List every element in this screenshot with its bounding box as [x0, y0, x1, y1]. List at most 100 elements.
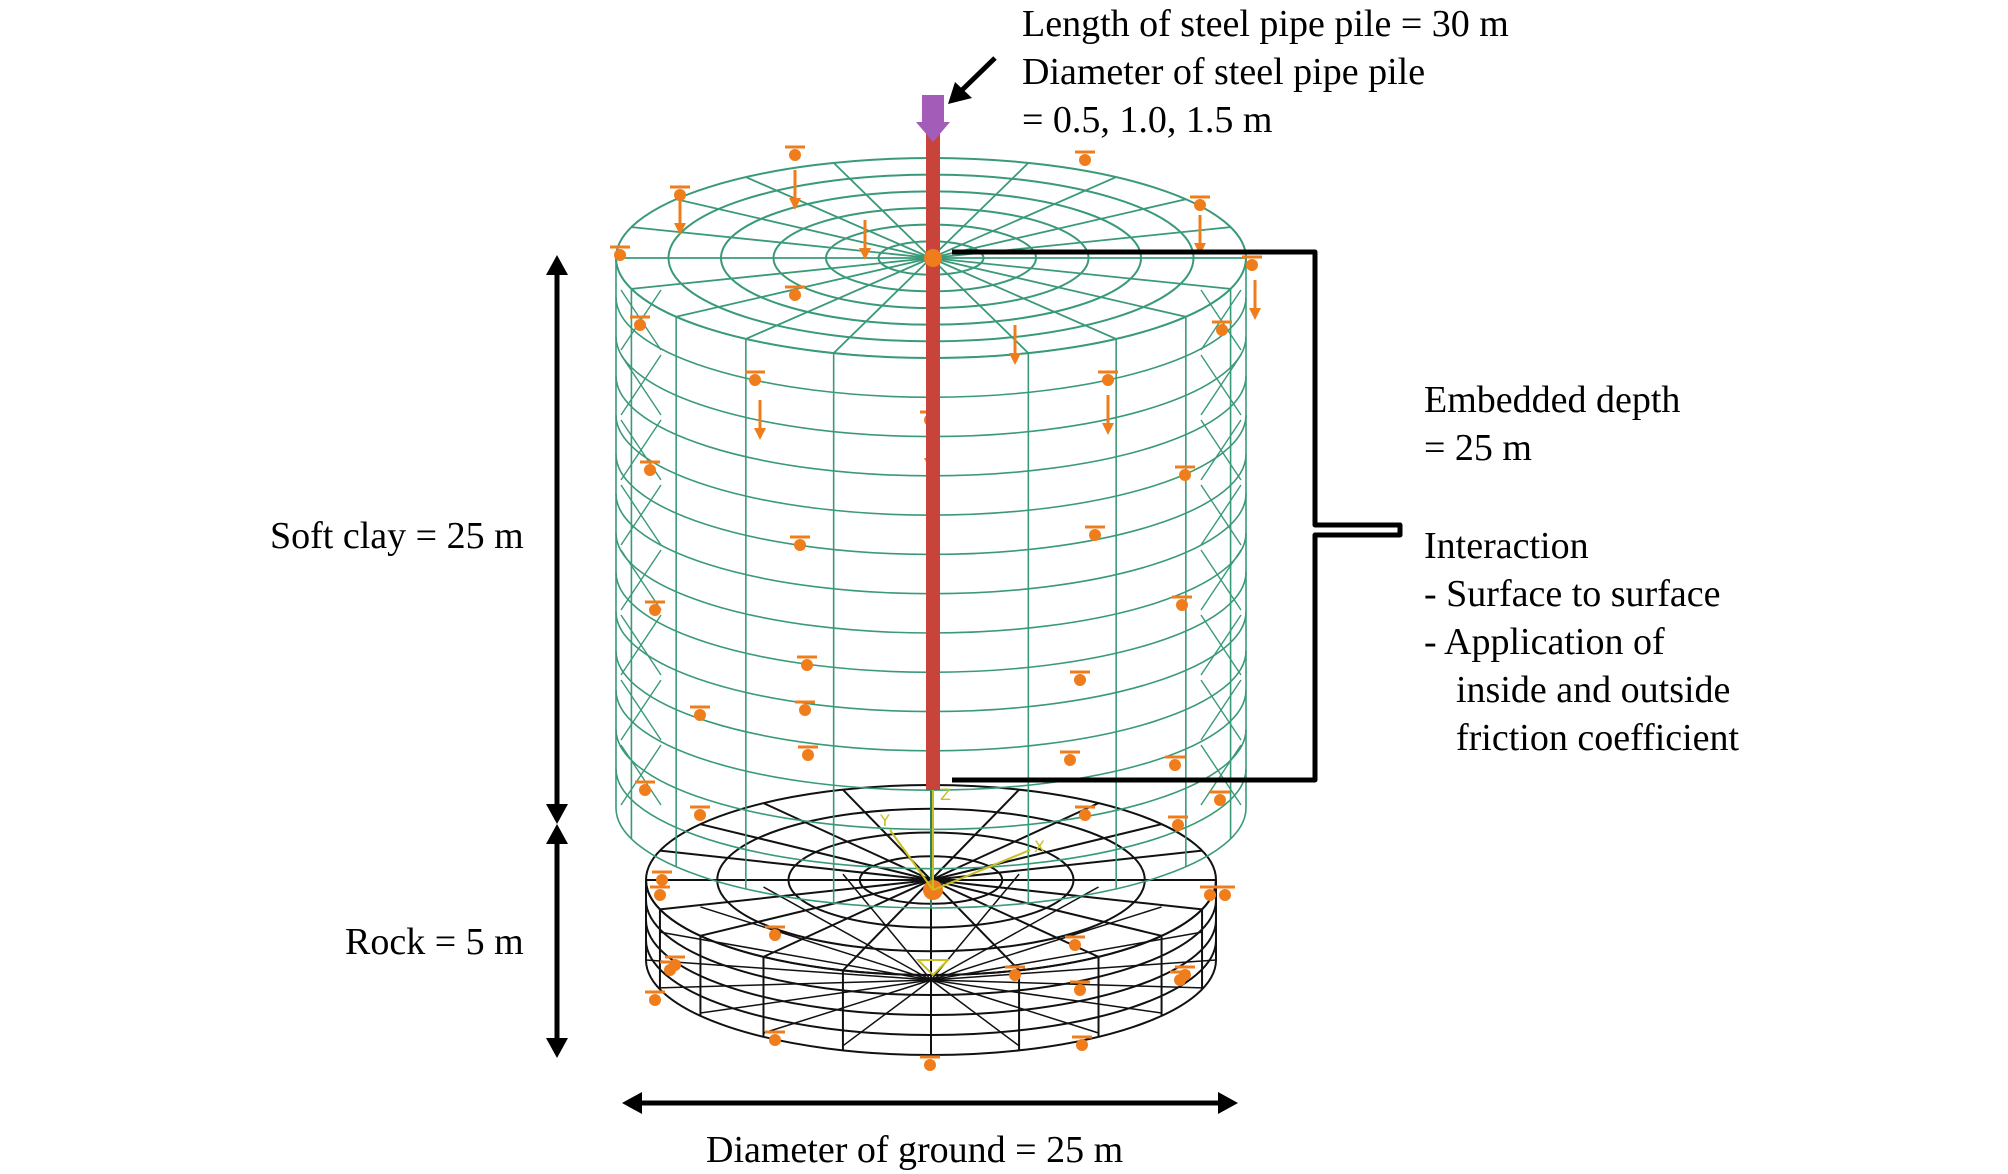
boundary-marker	[1074, 674, 1086, 686]
rock-bottom-spoke	[659, 931, 932, 981]
boundary-marker	[639, 784, 651, 796]
steel-pipe-pile	[916, 95, 950, 900]
clay-edge-cross	[1200, 679, 1242, 741]
x-axis-label: X	[1034, 837, 1045, 856]
rock-label: Rock = 5 m	[345, 921, 524, 963]
boundary-marker	[1076, 1039, 1088, 1051]
load-arrow-head	[859, 248, 871, 260]
boundary-marker	[1079, 809, 1091, 821]
boundary-marker	[789, 289, 801, 301]
boundary-marker	[1064, 754, 1076, 766]
y-axis-label: Y	[879, 811, 890, 830]
soft-clay-arrow-bottom	[546, 804, 568, 824]
ground-arrow-right	[1218, 1092, 1238, 1114]
clay-edge-cross	[620, 614, 662, 676]
rock-bottom-spoke	[930, 979, 1099, 1034]
boundary-marker	[654, 889, 666, 901]
boundary-marker	[1214, 794, 1226, 806]
interaction-item-surface: - Surface to surface	[1424, 573, 1721, 615]
clay-edge-cross	[620, 549, 662, 611]
load-arrow-head	[1249, 308, 1261, 320]
boundary-marker	[1089, 529, 1101, 541]
embedded-depth-label: Embedded depth = 25 m	[1424, 376, 1680, 472]
rock-top-spoke	[930, 879, 1020, 972]
rock-top-spoke	[659, 879, 932, 911]
boundary-marker	[1079, 154, 1091, 166]
load-arrow-head	[754, 428, 766, 440]
rock-bottom-spoke	[930, 931, 1203, 981]
pile-description: Length of steel pipe pile = 30 m Diamete…	[1022, 0, 1509, 144]
rock-top-spoke	[763, 802, 932, 881]
boundary-marker	[749, 374, 761, 386]
pile-pointer-head	[948, 82, 972, 104]
boundary-marker	[1009, 969, 1021, 981]
clay-edge-cross	[620, 354, 662, 416]
dimension-arrows	[546, 56, 1403, 1114]
boundary-marker	[1074, 984, 1086, 996]
z-axis-label: Z	[940, 785, 951, 804]
rock-top-spoke	[763, 879, 932, 958]
rock-bottom-spoke	[930, 979, 1162, 1014]
boundary-marker	[634, 319, 646, 331]
ground-arrow-left	[622, 1092, 642, 1114]
x-axis-line	[932, 849, 1031, 891]
pile-length-text: Length of steel pipe pile = 30 m	[1022, 3, 1509, 45]
rock-top-spoke	[700, 879, 932, 937]
rock-top-spoke	[930, 802, 1099, 881]
load-arrow-shaft	[922, 95, 944, 125]
clay-top-spoke	[631, 257, 932, 290]
rock-bottom-spoke	[930, 886, 1099, 981]
clay-edge-cross	[1200, 289, 1242, 351]
rock-bottom-spoke	[930, 979, 1203, 989]
boundary-marker	[1194, 199, 1206, 211]
load-arrow-head	[916, 122, 950, 142]
rock-bottom-spoke	[700, 979, 932, 1014]
embedded-depth-bracket	[952, 249, 1403, 783]
boundary-marker	[656, 874, 668, 886]
boundary-marker	[794, 539, 806, 551]
interaction-item-friction-cont2: friction coefficient	[1456, 717, 1740, 759]
clay-top-spoke	[675, 198, 932, 259]
clay-top-spoke	[930, 198, 1187, 259]
ground-diameter-label: Diameter of ground = 25 m	[706, 1129, 1124, 1171]
axis-triad: Z X Y	[879, 785, 1045, 977]
clay-top-spoke	[930, 257, 1187, 318]
rock-arrow-bottom	[546, 1038, 568, 1058]
rock-bottom-spoke	[930, 906, 1162, 981]
interaction-title: Interaction	[1424, 525, 1589, 567]
rock-top-spoke	[842, 879, 932, 972]
boundary-marker	[1219, 889, 1231, 901]
rock-top-spoke	[930, 823, 1162, 881]
boundary-marker	[789, 149, 801, 161]
interaction-label: Interaction - Surface to surface - Appli…	[1424, 522, 1739, 762]
clay-top-spoke	[930, 257, 1117, 340]
rock-top-spoke	[930, 879, 1162, 937]
clay-top-spoke	[930, 176, 1117, 259]
boundary-marker	[924, 1059, 936, 1071]
clay-top-spoke	[833, 162, 932, 259]
boundary-marker	[769, 929, 781, 941]
clay-top-spoke	[930, 257, 1231, 290]
boundary-marker	[1102, 374, 1114, 386]
soft-clay-label: Soft clay = 25 m	[270, 515, 524, 557]
rock-bottom-spoke	[842, 873, 932, 981]
boundary-marker	[649, 994, 661, 1006]
rock-mesh	[645, 784, 1217, 1056]
clay-edge-cross	[1200, 419, 1242, 481]
load-arrow-head	[1102, 423, 1114, 435]
rock-bottom-spoke	[763, 979, 932, 1034]
boundary-marker	[694, 809, 706, 821]
boundary-marker	[644, 464, 656, 476]
boundary-marker	[1172, 819, 1184, 831]
clay-top-spoke	[833, 257, 932, 354]
rock-top-spoke	[659, 849, 932, 881]
clay-top-spoke	[745, 176, 932, 259]
rock-top-spoke	[930, 849, 1203, 881]
clay-top-spoke	[631, 226, 932, 259]
rock-top-spoke	[700, 823, 932, 881]
clay-edge-cross	[620, 484, 662, 546]
boundary-marker	[1216, 324, 1228, 336]
pile-head-node	[924, 249, 942, 267]
load-arrow-head	[789, 198, 801, 210]
boundary-marker	[664, 964, 676, 976]
